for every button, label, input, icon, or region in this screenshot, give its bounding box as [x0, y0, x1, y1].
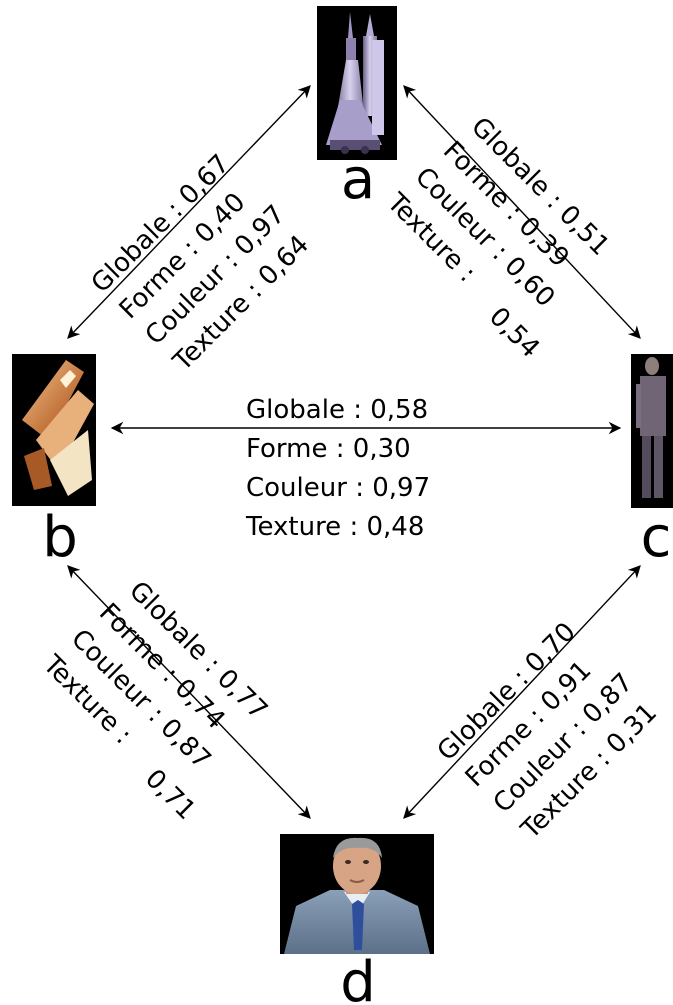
edge-c-d-arrow	[403, 565, 641, 819]
node-c-label: c	[641, 505, 672, 570]
edge-a-b-labels: Globale : 0,67 Forme : 0,40 Couleur : 0,…	[86, 149, 315, 378]
edge-a-b-arrow	[67, 85, 311, 339]
node-a-label: a	[341, 147, 375, 212]
node-b-image	[12, 354, 96, 506]
node-d-label: d	[340, 950, 376, 1005]
node-c-image	[631, 354, 673, 508]
edge-c-d-labels: Globale : 0,70 Forme : 0,91 Couleur : 0,…	[432, 617, 663, 846]
edge-b-d-texture-value: 0,71	[139, 764, 201, 826]
edge-b-c-labels: Globale : 0,58 Forme : 0,30 Couleur : 0,…	[245, 395, 430, 542]
edge-a-c-arrow	[403, 85, 641, 339]
edge-a-c-labels: Globale : 0,51 Forme : 0,39 Couleur : 0,…	[380, 112, 615, 364]
edge-b-c-globale: Globale : 0,58	[246, 395, 428, 425]
node-b-label: b	[42, 505, 78, 570]
edge-b-d-labels: Globale : 0,77 Forme : 0,74 Couleur : 0,…	[36, 576, 273, 826]
node-d-image	[280, 834, 434, 954]
edge-b-c-forme: Forme : 0,30	[246, 434, 411, 464]
edge-b-c-texture: Texture : 0,48	[245, 512, 424, 542]
edge-a-c-texture-value: 0,54	[483, 302, 545, 364]
node-a-image	[317, 6, 397, 160]
edge-b-c-couleur: Couleur : 0,97	[246, 473, 430, 503]
edge-b-d-arrow	[67, 565, 311, 819]
